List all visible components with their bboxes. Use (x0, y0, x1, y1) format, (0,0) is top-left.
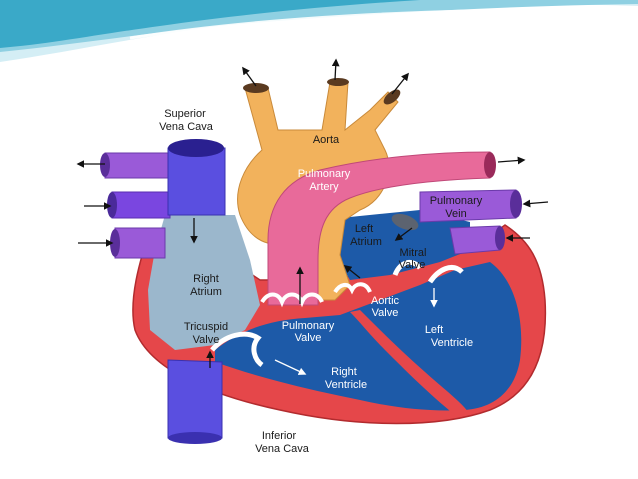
label-aorta: Aorta (313, 134, 340, 146)
arrow-aorta-mid (331, 58, 340, 81)
arrow-aorta-left (242, 66, 257, 87)
label-mitral-valve-2: Valve (399, 259, 426, 271)
aorta-branch-mid (327, 78, 349, 86)
label-pulmonary-artery-2: Artery (309, 181, 339, 193)
label-mitral-valve-1: Mitral (400, 247, 427, 259)
arrow-left-atrium (394, 227, 413, 241)
pulmonary-artery (267, 151, 491, 306)
pulmonary-valve (260, 292, 324, 308)
label-tricuspid-valve-1: Tricuspid (184, 321, 228, 333)
ventricles-chamber (215, 262, 522, 411)
label-pulmonary-vein-1: Pulmonary (430, 195, 483, 207)
inferior-vena-cava (167, 359, 223, 439)
label-right-ventricle-2: Ventricle (325, 379, 367, 391)
left-vein-mid (111, 191, 171, 219)
banner-swoosh-highlight (129, 8, 638, 40)
aorta-branch-left (243, 83, 269, 93)
left-atrium-chamber (335, 210, 470, 280)
label-pulmonary-valve-1: Pulmonary (282, 320, 335, 332)
label-left-ventricle-1: Left (425, 324, 443, 336)
pulmonary-artery-end (484, 152, 496, 178)
label-left-atrium-2: Atrium (350, 236, 382, 248)
arrow-aorta-valve (343, 265, 361, 279)
arrow-aorta-right (391, 72, 409, 95)
aortic-valve (333, 282, 372, 295)
label-aortic-valve-1: Aortic (371, 295, 400, 307)
label-right-atrium-2: Atrium (190, 286, 222, 298)
label-pulmonary-artery-1: Pulmonary (298, 168, 351, 180)
label-right-ventricle-1: Right (331, 366, 357, 378)
label-left-atrium-1: Left (355, 223, 373, 235)
banner-swoosh (0, 0, 638, 62)
label-pulmonary-vein-2: Vein (445, 208, 466, 220)
tricuspid-valve (210, 331, 264, 368)
label-right-atrium-1: Right (193, 273, 219, 285)
right-atrium-chamber (148, 215, 260, 350)
pulmonary-vein-upper-end (510, 190, 522, 218)
septum (350, 310, 470, 415)
label-pulmonary-valve-2: Valve (295, 332, 322, 344)
left-vein-lower (114, 227, 166, 259)
label-aortic-valve-2: Valve (372, 307, 399, 319)
left-vein-upper (104, 152, 171, 179)
banner-swoosh-dark (0, 0, 420, 48)
pulmonary-vein-lower (449, 225, 501, 255)
aorta-branch-right (383, 89, 401, 105)
arrow-pulmonary-artery-out (497, 156, 526, 165)
label-inferior-vena-cava-2: Vena Cava (255, 443, 310, 455)
mitral-valve (392, 259, 464, 284)
label-superior-vena-cava-2: Vena Cava (159, 121, 214, 133)
left-vein-lower-end (110, 229, 120, 257)
banner-swoosh-highlight-2 (299, 14, 638, 23)
flow-arrows (76, 58, 549, 368)
arrow-pulmonary-vein-upper-in (522, 199, 549, 208)
pulmonary-vein-opening (391, 213, 419, 231)
pulmonary-vein-lower-end (495, 226, 505, 250)
label-superior-vena-cava-1: Superior (164, 108, 206, 120)
label-left-ventricle-2: Ventricle (431, 337, 473, 349)
flow-arrows-white (274, 288, 438, 375)
inferior-vena-cava-opening (168, 432, 222, 444)
label-inferior-vena-cava-1: Inferior (262, 430, 297, 442)
left-vein-mid-end (107, 192, 117, 218)
label-tricuspid-valve-2: Valve (193, 334, 220, 346)
superior-vena-cava (167, 147, 226, 216)
arrow-right-ventricle (274, 359, 307, 375)
left-vein-upper-end (100, 153, 110, 177)
superior-vena-cava-opening (168, 139, 224, 157)
